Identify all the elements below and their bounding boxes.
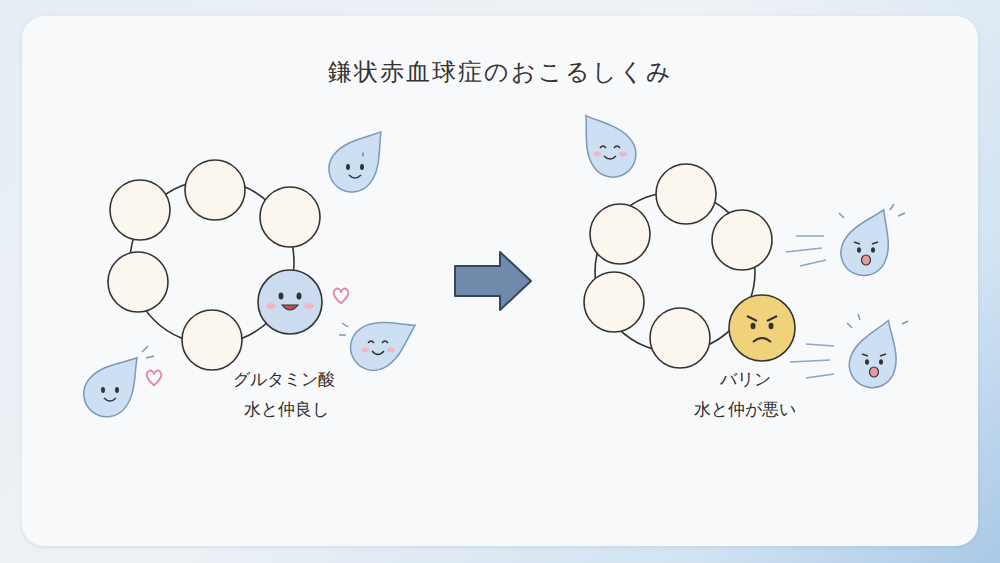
amino-acid-name: バリン — [720, 368, 771, 391]
amino-acid-name: グルタミン酸 — [233, 368, 335, 391]
glutamate-face — [258, 270, 322, 334]
scared-water-drop — [790, 313, 910, 395]
protein-ring-right — [584, 164, 795, 368]
water-drop — [567, 102, 645, 186]
diagram-title: 鎌状赤血球症のおこるしくみ — [328, 56, 673, 88]
valine-face — [729, 295, 795, 361]
protein-ring-left — [108, 160, 322, 370]
water-drop — [74, 343, 154, 426]
scared-water-drop — [786, 200, 905, 283]
water-affinity-note: 水と仲が悪い — [694, 398, 796, 421]
water-drop — [320, 118, 399, 201]
water-affinity-note: 水と仲良し — [244, 398, 329, 421]
transition-arrow — [455, 252, 531, 310]
water-drop — [339, 305, 426, 378]
